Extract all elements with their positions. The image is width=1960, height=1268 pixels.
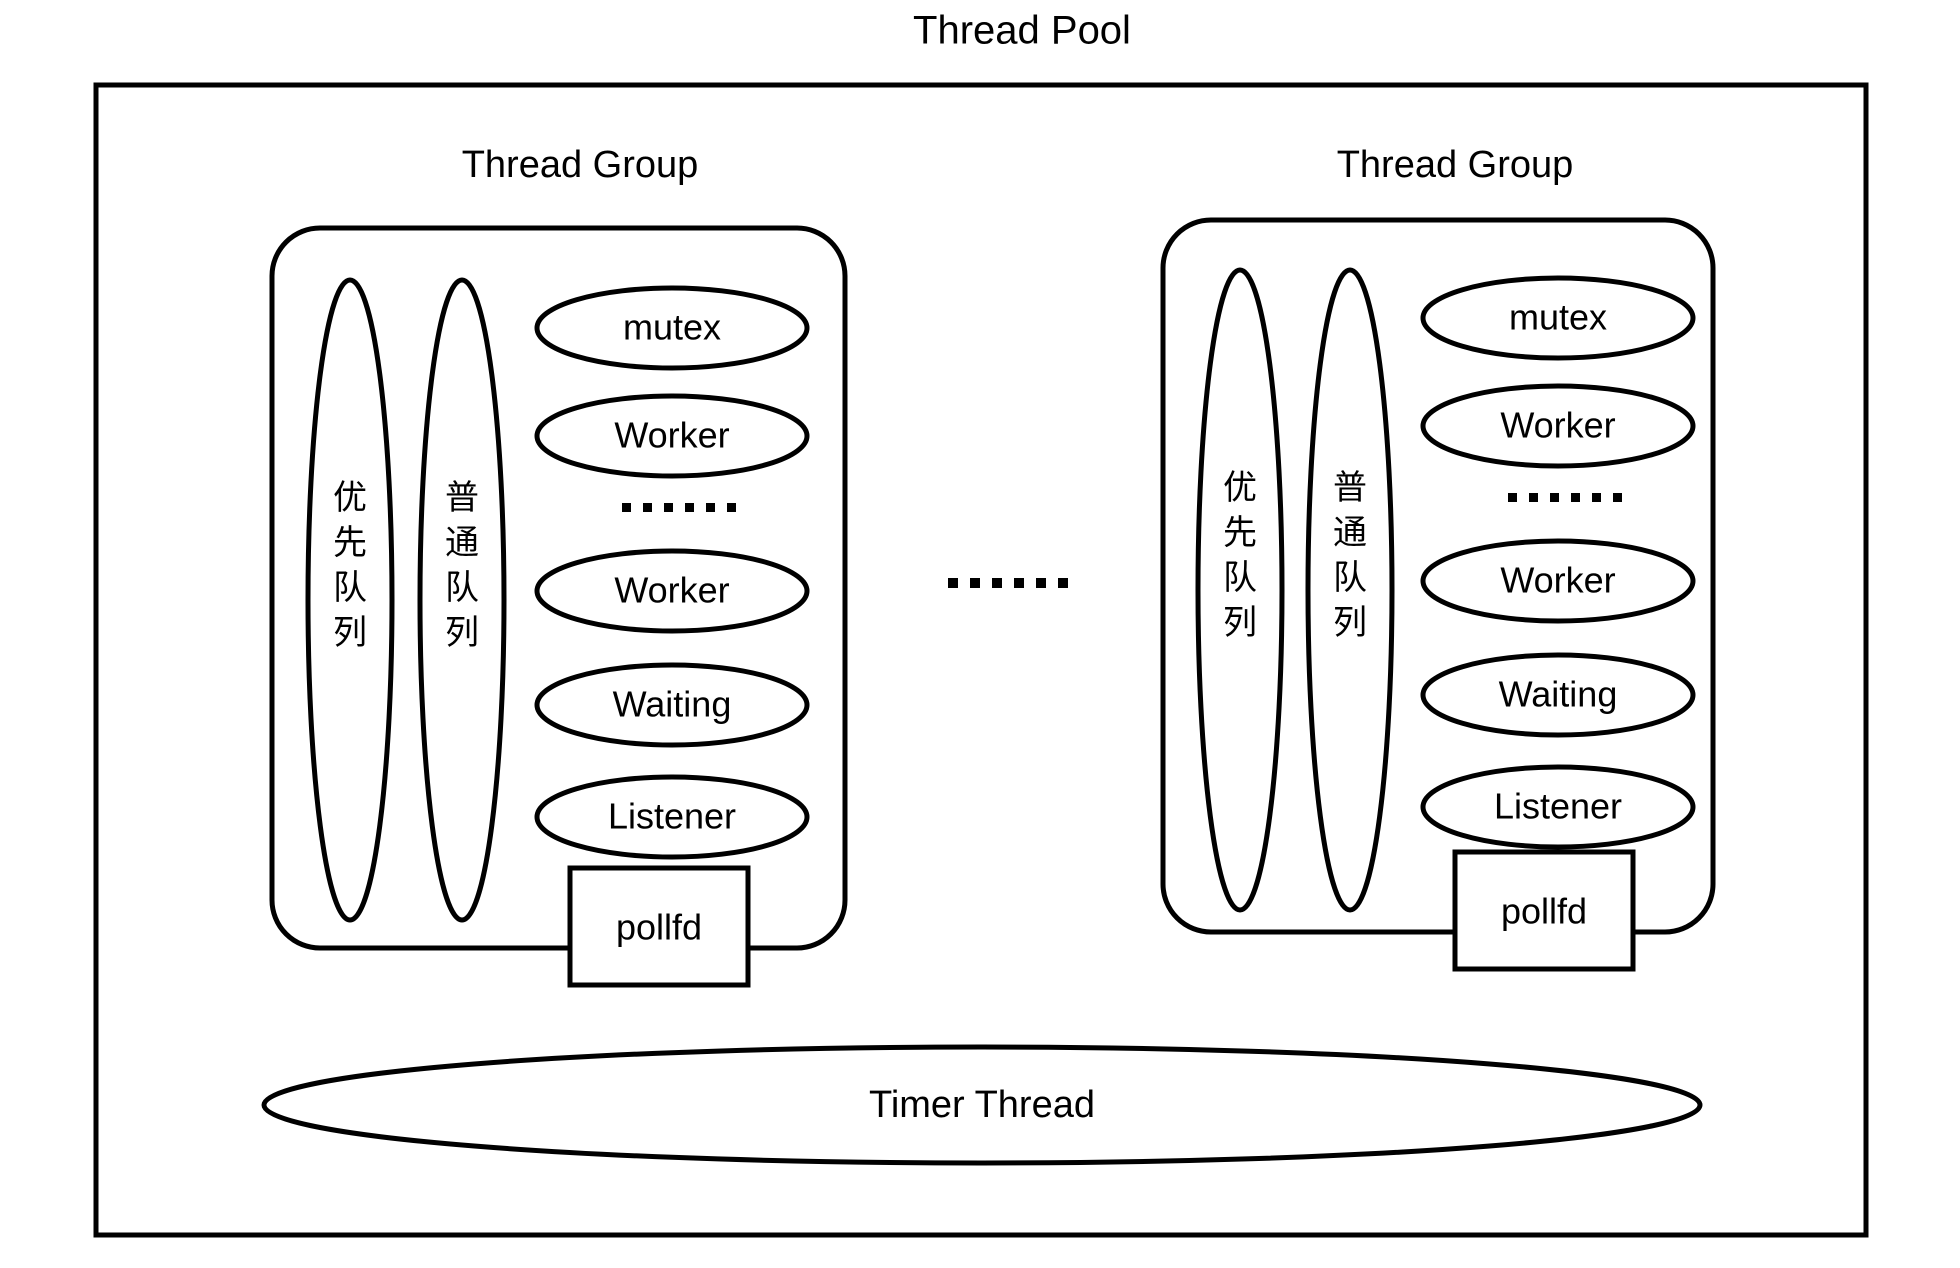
normal-queue-label-right-c2: 队 [1333,559,1367,597]
thread-group-box-right [1160,217,1716,935]
mutex-ellipse-right [1420,275,1696,361]
priority-queue-label-right-c1: 先 [1223,514,1257,552]
waiting-ellipse-left [534,662,810,748]
mutex-label-left: mutex [623,307,721,348]
waiting-label-right: Waiting [1499,674,1618,715]
normal-queue-label-left-c0: 普 [445,479,479,517]
listener-label-left: Listener [608,796,736,837]
mutex-ellipse-left [534,285,810,371]
thread-group-heading-left: Thread Group [462,144,699,186]
thread-pool-box [93,82,1869,1238]
timer-thread-ellipse [261,1044,1703,1166]
normal-queue-label-right-c1: 通 [1333,514,1367,552]
worker-1-ellipse-right [1420,383,1696,469]
waiting-label-left: Waiting [613,684,732,725]
page-title: Thread Pool [913,9,1131,53]
listener-label-right: Listener [1494,786,1622,827]
mutex-label-right: mutex [1509,297,1607,338]
pollfd-label-right: pollfd [1501,891,1587,932]
listener-ellipse-right [1420,764,1696,850]
worker-n-label-left: Worker [614,570,729,611]
timer-thread-label: Timer Thread [869,1084,1095,1126]
waiting-ellipse-right [1420,652,1696,738]
priority-queue-label-left-c0: 优 [333,479,367,517]
worker-n-label-right: Worker [1500,560,1615,601]
priority-queue-label-right-c3: 列 [1223,604,1257,642]
pollfd-label-left: pollfd [616,907,702,948]
priority-queue-label-right-c0: 优 [1223,469,1257,507]
priority-queue-label-left-c3: 列 [333,614,367,652]
thread-group-box-left [269,225,848,951]
worker-1-label-right: Worker [1500,405,1615,446]
worker-n-ellipse-left [534,548,810,634]
priority-queue-label-right-c2: 队 [1223,559,1257,597]
priority-queue-label-left-c1: 先 [333,524,367,562]
worker-1-ellipse-left [534,393,810,479]
pollfd-box-left [567,865,751,988]
worker-1-label-left: Worker [614,415,729,456]
normal-queue-label-left-c3: 列 [445,614,479,652]
priority-queue-label-left-c2: 队 [333,569,367,607]
normal-queue-ellipse-right [1305,267,1395,913]
normal-queue-label-left-c1: 通 [445,524,479,562]
normal-queue-label-right-c3: 列 [1333,604,1367,642]
normal-queue-label-left-c2: 队 [445,569,479,607]
worker-ellipsis-right [1508,493,1622,502]
normal-queue-label-right-c0: 普 [1333,469,1367,507]
between-groups-ellipsis [948,578,1068,588]
listener-ellipse-left [534,774,810,860]
normal-queue-ellipse-left [417,277,507,923]
priority-queue-ellipse-right [1195,267,1285,913]
thread-group-heading-right: Thread Group [1337,144,1574,186]
pollfd-box-right [1452,849,1636,972]
worker-ellipsis-left [622,503,736,512]
worker-n-ellipse-right [1420,538,1696,624]
priority-queue-ellipse-left [305,277,395,923]
